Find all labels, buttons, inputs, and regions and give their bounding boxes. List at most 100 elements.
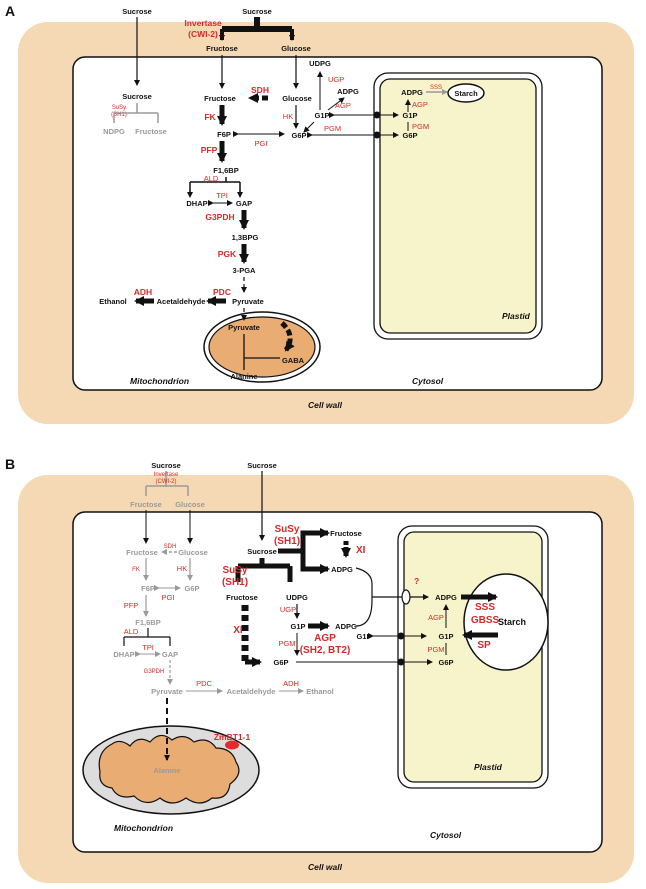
agp-label-b: AGP	[314, 633, 336, 644]
invertase-label-a: Invertase	[184, 18, 222, 28]
fructose-gray-b: Fructose	[126, 548, 158, 557]
ald-label-b: ALD	[124, 627, 139, 636]
adpg-top-b: ADPG	[331, 565, 353, 574]
gaba-a: GABA	[282, 356, 305, 365]
sucrose-cyt-b: Sucrose	[247, 547, 277, 556]
pfp-label-a: PFP	[201, 145, 218, 155]
susy-label-a: SuSy	[112, 105, 126, 111]
g1p-a: G1P	[314, 111, 329, 120]
udpg-a: UDPG	[309, 59, 331, 68]
gap-b: GAP	[162, 650, 178, 659]
pgi-label-b: PGI	[162, 593, 175, 602]
cell-wall-label-b: Cell wall	[308, 862, 343, 872]
agp-genes-label-b: (SH2, BT2)	[300, 645, 351, 656]
starch-granule-a	[447, 83, 485, 103]
fructose-gray-a: Fructose	[135, 127, 167, 136]
sh1-mid-label-b: (SH1)	[222, 577, 248, 588]
f16bp-b: F1,6BP	[135, 618, 160, 627]
g6p-gray-b: G6P	[184, 584, 199, 593]
alanine-b: Alanine	[153, 766, 180, 775]
agp-label-a: AGP	[335, 101, 351, 110]
alanine-a: Alanine	[230, 372, 257, 381]
pdc-label-b: PDC	[196, 679, 212, 688]
g6p-plastid-a: G6P	[402, 131, 417, 140]
g6p-b: G6P	[273, 658, 288, 667]
pyruvate-b: Pyruvate	[151, 687, 183, 696]
acetaldehyde-a: Acetaldehyde	[157, 297, 206, 306]
cytosol-label-b: Cytosol	[430, 830, 462, 840]
gap-a: GAP	[236, 199, 252, 208]
f6p-a: F6P	[217, 130, 231, 139]
pgm-plastid-label-b: PGM	[427, 645, 444, 654]
adpg-a: ADPG	[337, 87, 359, 96]
fk-label-a: FK	[204, 112, 216, 122]
fructose-wall-b: Fructose	[130, 500, 162, 509]
adpg-mid-b: ADPG	[335, 622, 357, 631]
g1p-plastid-b: G1P	[438, 632, 453, 641]
mitochondrion-label-a: Mitochondrion	[130, 376, 189, 386]
glucose-a: Glucose	[282, 94, 312, 103]
hk-label-a: HK	[283, 112, 293, 121]
pgi-label-a: PGI	[255, 139, 268, 148]
cwi2-label-a: (CWI-2)	[188, 29, 218, 39]
panel-a: A Sucrose Invertase (CWI-2) Fructose Glu…	[5, 3, 634, 424]
g3pdh-label-a: G3PDH	[205, 212, 234, 222]
adpg-plastid-b: ADPG	[435, 593, 457, 602]
sucrose-left-b: Sucrose	[151, 461, 181, 470]
agp-plastid-label-a: AGP	[412, 100, 428, 109]
invertase-label-b: Invertase	[154, 472, 179, 478]
sdh-label-b: SDH	[164, 544, 177, 550]
glucose-top-a: Glucose	[281, 44, 311, 53]
ethanol-a: Ethanol	[99, 297, 127, 306]
sss-label-a: SSS	[430, 85, 442, 91]
pgk-label-a: PGK	[218, 249, 237, 259]
fructose-top-a: Fructose	[206, 44, 238, 53]
plastid-a-inner	[379, 78, 537, 334]
susy-mid-label-b: SuSy	[222, 565, 247, 576]
g1p-plastid-left-b: G1P	[356, 632, 371, 641]
sucrose-right-b: Sucrose	[247, 461, 277, 470]
plastid-label-b: Plastid	[474, 762, 503, 772]
g1p-b: G1P	[290, 622, 305, 631]
adh-label-a: ADH	[134, 287, 152, 297]
ald-label-a: ALD	[204, 174, 219, 183]
pgm-plastid-label-a: PGM	[412, 122, 429, 131]
dhap-a: DHAP	[186, 199, 207, 208]
adpg-transporter	[401, 589, 411, 605]
dhap-b: DHAP	[113, 650, 134, 659]
panel-a-label: A	[5, 3, 15, 19]
pga-a: 3-PGA	[233, 266, 257, 275]
cell-wall-label-a: Cell wall	[308, 400, 343, 410]
hk-label-b: HK	[177, 564, 187, 573]
f16bp-a: F1,6BP	[213, 166, 238, 175]
zmbt1-transporter	[225, 740, 239, 750]
sh1-top-label-b: (SH1)	[274, 536, 300, 547]
pyruvate-a: Pyruvate	[232, 297, 264, 306]
pfp-label-b: PFP	[124, 601, 139, 610]
gbss-label-b: GBSS	[471, 615, 500, 626]
glucose-gray-b: Glucose	[178, 548, 208, 557]
fructose-a: Fructose	[204, 94, 236, 103]
mitochondrion-b	[98, 734, 240, 804]
tpi-label-a: TPI	[216, 191, 228, 200]
mitochondrion-label-b: Mitochondrion	[114, 823, 173, 833]
sucrose-top-a: Sucrose	[242, 7, 272, 16]
g3pdh-label-b: G3PDH	[144, 669, 165, 675]
ugp-label-a: UGP	[328, 75, 344, 84]
acetaldehyde-b: Acetaldehyde	[227, 687, 276, 696]
pyruvate-mito-a: Pyruvate	[228, 323, 260, 332]
g1p-plastid-a: G1P	[402, 111, 417, 120]
sucrose-cyt-a: Sucrose	[122, 92, 152, 101]
xi-top-label-b: XI	[356, 545, 366, 556]
sucrose-left-a: Sucrose	[122, 7, 152, 16]
fructose-mid-b: Fructose	[226, 593, 258, 602]
cwi2-label-b: (CWI-2)	[156, 479, 177, 485]
udpg-b: UDPG	[286, 593, 308, 602]
g6p-plastid-b: G6P	[438, 658, 453, 667]
adh-label-b: ADH	[283, 679, 299, 688]
sss-label-b: SSS	[475, 602, 495, 613]
zmbt-label-b: ZmBT1-1	[214, 732, 251, 742]
f6p-b: F6P	[141, 584, 155, 593]
sdh-label-a: SDH	[251, 85, 269, 95]
